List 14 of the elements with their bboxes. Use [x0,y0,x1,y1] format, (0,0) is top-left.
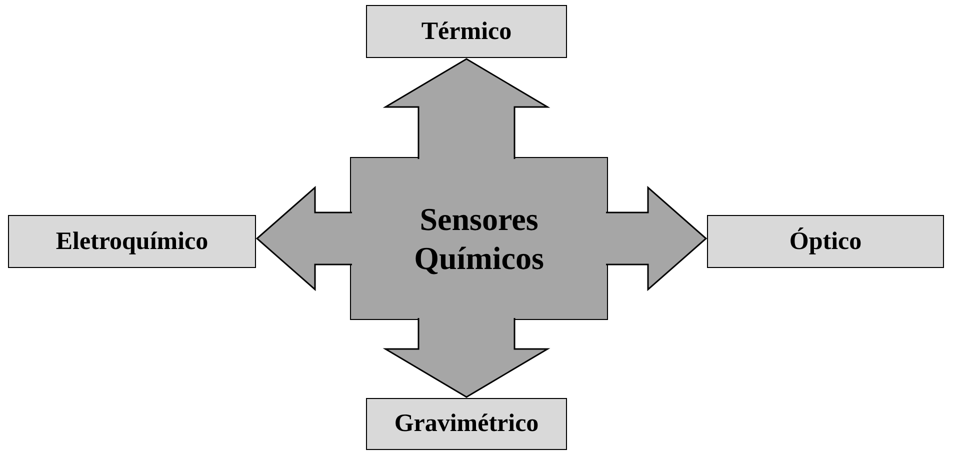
category-box [366,398,567,450]
block-arrow [605,186,708,292]
category-label: Térmico [421,18,512,46]
center-label: Sensores Químicos [413,200,545,277]
center-square [350,157,608,320]
category-label: Óptico [789,228,862,256]
category-label: Eletroquímico [56,228,208,256]
category-box [8,215,256,268]
block-arrow [382,317,550,398]
category-box [707,215,944,268]
block-arrow [256,186,353,292]
category-box [366,5,567,58]
block-arrow [382,58,550,160]
category-label: Gravimétrico [394,410,539,438]
